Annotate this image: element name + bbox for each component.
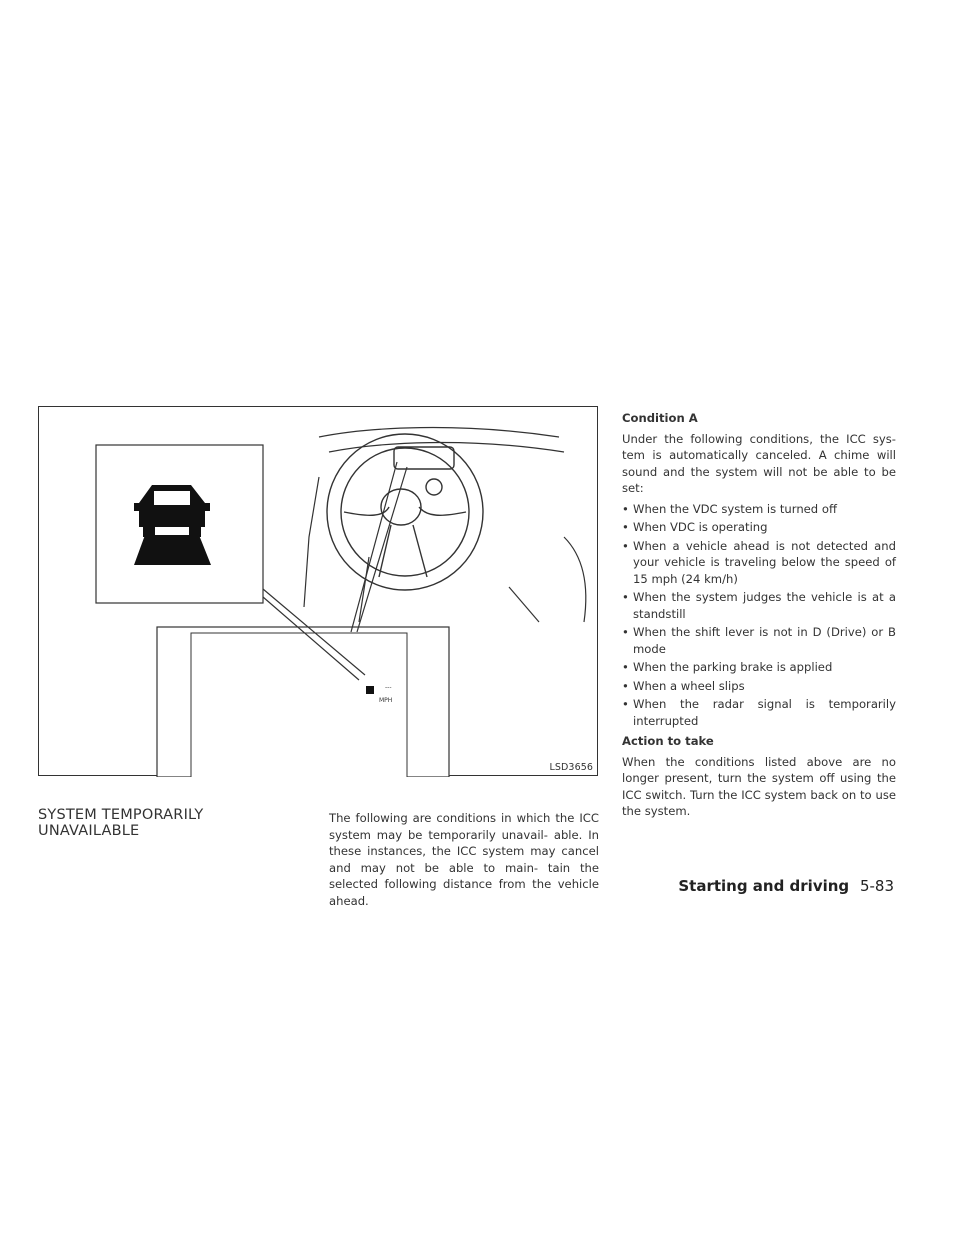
display-inner-box <box>190 632 408 777</box>
display-dashes: --- <box>385 684 392 691</box>
list-item: When the VDC system is turned off <box>622 501 896 518</box>
action-paragraph: When the conditions listed above are no … <box>622 754 896 819</box>
list-item: When VDC is operating <box>622 519 896 536</box>
list-item: When the system judges the vehicle is at… <box>622 589 896 622</box>
zoom-box <box>95 444 264 604</box>
callout-pointers <box>262 461 408 681</box>
conditions-column: Condition A Under the following conditio… <box>622 406 896 824</box>
figure-code: LSD3656 <box>549 762 593 773</box>
page-footer: Starting and driving 5-83 <box>678 877 894 895</box>
steering-wheel-icon <box>326 433 484 591</box>
list-item: When a vehicle ahead is not detected and… <box>622 538 896 588</box>
dashboard-lines <box>303 426 587 623</box>
display-vehicle-icon <box>366 686 374 694</box>
dashboard-illustration: MPH --- <box>95 426 587 777</box>
list-item: When the parking brake is applied <box>622 659 896 676</box>
page-number: 5-83 <box>859 877 894 895</box>
list-item: When the shift lever is not in D (Drive)… <box>622 624 896 657</box>
list-item: When a wheel slips <box>622 678 896 695</box>
footer-section-title: Starting and driving <box>678 877 850 895</box>
vehicle-windshield <box>154 491 190 505</box>
intro-paragraph: The following are conditions in which th… <box>329 811 599 908</box>
intro-column: The following are conditions in which th… <box>329 810 599 913</box>
vehicle-ahead-icon <box>134 485 211 565</box>
display-unit-label: MPH <box>379 697 392 704</box>
action-heading: Action to take <box>622 734 714 748</box>
conditions-list: When the VDC system is turned off When V… <box>622 501 896 730</box>
illustration-figure: MPH --- LSD3656 <box>38 406 598 777</box>
condition-description: Under the following conditions, the ICC … <box>622 431 896 496</box>
condition-heading: Condition A <box>622 411 698 425</box>
list-item: When the radar signal is temporarily int… <box>622 696 896 729</box>
section-heading: SYSTEM TEMPORARILY UNAVAILABLE <box>38 807 204 839</box>
